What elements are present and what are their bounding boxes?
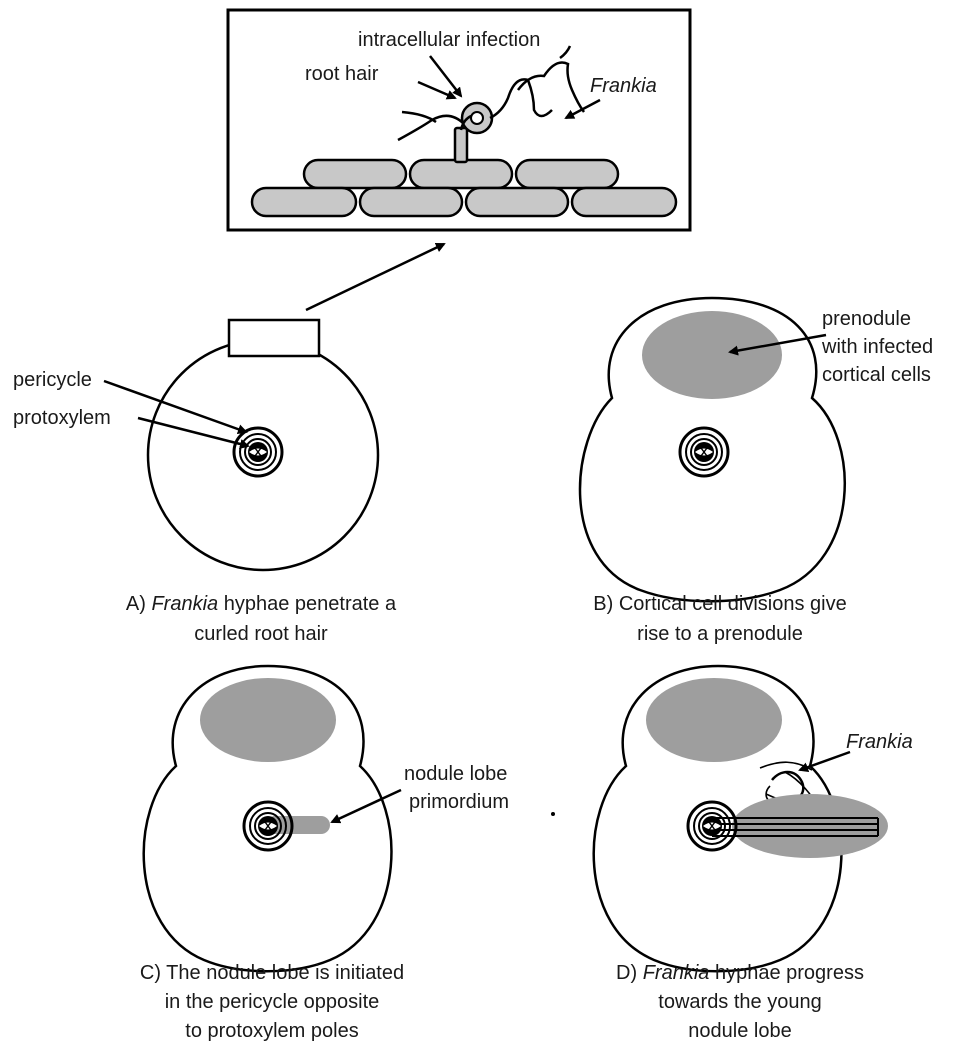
panel-b: prenodule with infected cortical cells B… [580,298,933,645]
cell [516,160,618,188]
panel-a: pericycle protoxylem A) Frankia hyphae p… [13,320,397,645]
caption-d-line2: towards the young [658,991,821,1013]
cell [304,160,406,188]
stele [234,428,282,476]
label-nodule-lobe-2: primordium [409,791,509,813]
cell [252,188,356,216]
stray-dot [551,812,555,816]
prenodule [642,311,782,399]
label-pericycle: pericycle [13,369,92,391]
caption-d-line1: D) Frankia hyphae progress [616,962,864,984]
prenodule [200,678,336,762]
caption-b-line1: B) Cortical cell divisions give [593,593,846,615]
stele [680,428,728,476]
cell [466,188,568,216]
label-intracellular-infection: intracellular infection [358,29,540,51]
arrow-pericycle [104,381,246,432]
panel-c: nodule lobe primordium C) The nodule lob… [140,666,555,1042]
zoom-arrow [306,244,444,310]
label-prenodule-3: cortical cells [822,364,931,386]
caption-b-line2: rise to a prenodule [637,623,803,645]
cell [410,160,512,188]
young-nodule-lobe [732,794,888,858]
caption-a-line2: curled root hair [194,623,328,645]
label-frankia-d: Frankia [846,731,913,753]
label-root-hair: root hair [305,63,379,85]
arrow-frankia-d [800,752,850,770]
prenodule [646,678,782,762]
caption-c-line1: C) The nodule lobe is initiated [140,962,404,984]
caption-c-line3: to protoxylem poles [185,1020,358,1042]
label-frankia-inset: Frankia [590,75,657,97]
label-nodule-lobe-1: nodule lobe [404,763,507,785]
caption-c-line2: in the pericycle opposite [165,991,380,1013]
panel-d: Frankia D) Frankia hyphae progress towar… [594,666,913,1042]
inset-magnified-view: intracellular infection root hair Franki… [228,10,690,230]
label-prenodule-1: prenodule [822,308,911,330]
label-protoxylem: protoxylem [13,407,111,429]
arrow-nodule-lobe [332,790,401,822]
cell [360,188,462,216]
cell [572,188,676,216]
selection-box [229,320,319,356]
caption-a-line1: A) Frankia hyphae penetrate a [126,593,397,615]
caption-d-line3: nodule lobe [688,1020,791,1042]
label-prenodule-2: with infected [821,336,933,358]
stele [688,802,736,850]
arrow-protoxylem [138,418,248,446]
